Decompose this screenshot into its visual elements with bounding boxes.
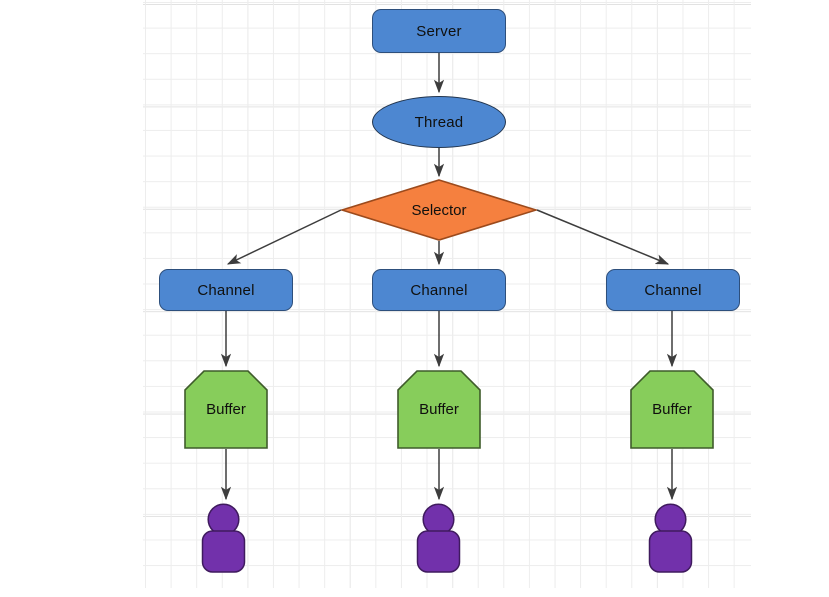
node-buffer-middle[interactable]: Buffer	[397, 370, 481, 449]
node-thread[interactable]: Thread	[372, 96, 506, 148]
buffer-shape-icon	[630, 370, 714, 449]
person-icon	[416, 503, 461, 573]
node-selector-label: Selector	[411, 201, 467, 219]
node-server[interactable]: Server	[372, 9, 506, 53]
node-thread-label: Thread	[414, 113, 464, 131]
buffer-shape-icon	[184, 370, 268, 449]
person-icon	[648, 503, 693, 573]
node-server-label: Server	[416, 22, 462, 40]
node-selector[interactable]: Selector	[341, 179, 537, 241]
node-actor-left[interactable]	[197, 503, 250, 573]
node-buffer-left[interactable]: Buffer	[184, 370, 268, 449]
edge-selector-to-channel-2	[536, 209, 670, 265]
node-buffer-right-label: Buffer	[652, 401, 692, 418]
diamond-shape-icon	[341, 179, 537, 241]
person-icon	[201, 503, 246, 573]
node-actor-middle[interactable]	[412, 503, 465, 573]
node-buffer-right[interactable]: Buffer	[630, 370, 714, 449]
node-actor-right[interactable]	[644, 503, 697, 573]
node-channel-right-label: Channel	[644, 281, 702, 299]
node-channel-middle[interactable]: Channel	[372, 269, 506, 311]
node-channel-right[interactable]: Channel	[606, 269, 740, 311]
node-buffer-left-label: Buffer	[206, 401, 246, 418]
node-channel-middle-label: Channel	[410, 281, 468, 299]
edge-selector-to-channel-0	[226, 209, 342, 265]
node-channel-left-label: Channel	[197, 281, 255, 299]
node-channel-left[interactable]: Channel	[159, 269, 293, 311]
buffer-shape-icon	[397, 370, 481, 449]
node-buffer-middle-label: Buffer	[419, 401, 459, 418]
